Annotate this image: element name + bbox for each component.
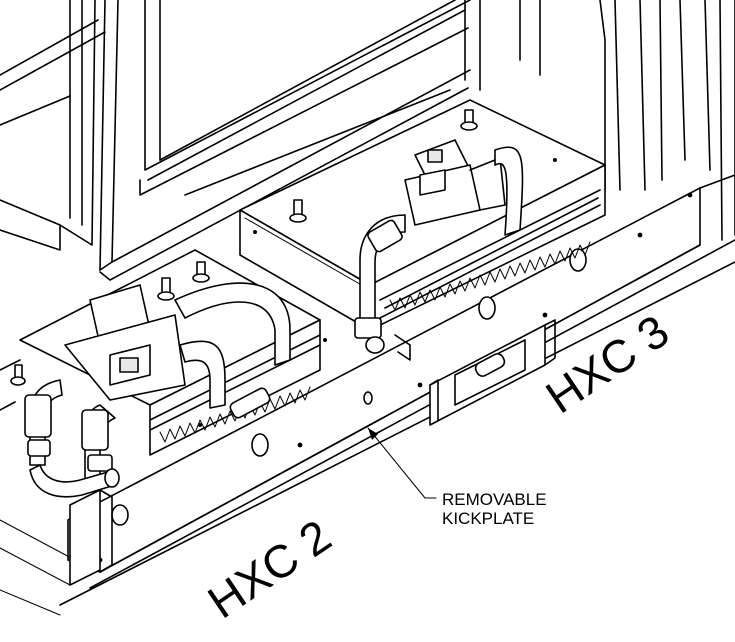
callout-line-1: REMOVABLE (442, 490, 547, 509)
screw (542, 312, 548, 318)
gas-pipe (179, 340, 226, 409)
removable-kickplate (0, 174, 735, 616)
kickplate-hole (363, 391, 373, 405)
top-fitting (289, 199, 307, 223)
screw (637, 232, 643, 238)
hxc-2-gas-valve (24, 282, 291, 498)
upper-cabinet-panels (0, 0, 735, 281)
hxc-3-gas-valve (354, 139, 524, 361)
pipe-fitting (354, 317, 382, 339)
top-fitting (10, 364, 26, 386)
screw (417, 382, 423, 388)
gas-pipe (174, 282, 291, 366)
kickplate-hole (111, 504, 129, 526)
burner-tubes (389, 241, 591, 311)
screw (687, 192, 693, 198)
access-plate (429, 319, 556, 426)
callout-leader (367, 427, 437, 499)
kickplate-end-bracket (69, 489, 113, 586)
burner-tubes (159, 386, 311, 443)
pipe-union (367, 219, 403, 253)
kickplate-hole (478, 296, 496, 320)
callout-line-2: KICKPLATE (442, 509, 534, 528)
gas-pipe (494, 146, 524, 236)
pipe-union (81, 409, 109, 451)
pipe-union (24, 394, 52, 438)
screw (297, 442, 303, 448)
top-fitting (192, 261, 210, 283)
top-fitting (157, 277, 175, 301)
top-fitting (460, 109, 478, 131)
kickplate-hole (251, 433, 269, 457)
hxc-2-label: HXC 2 (199, 509, 340, 628)
